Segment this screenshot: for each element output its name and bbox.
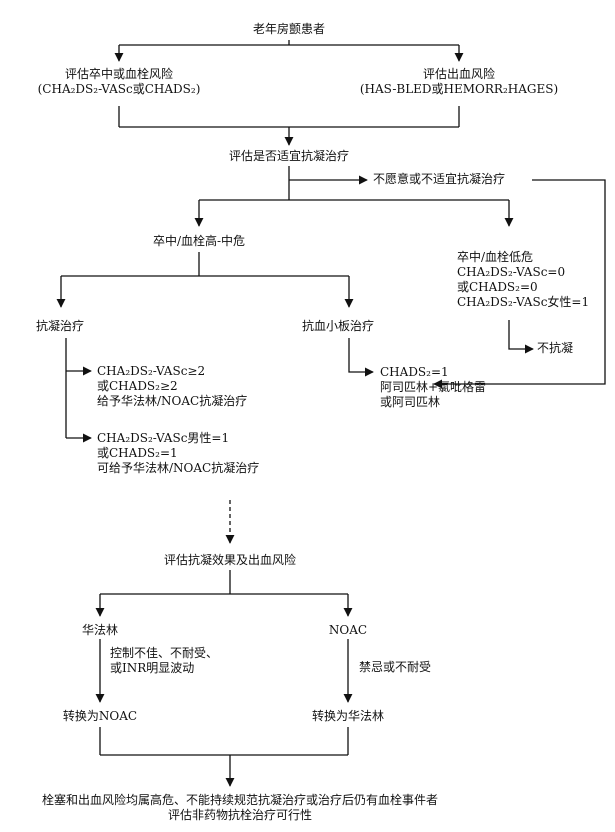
anticoag-detail-high-node: CHA₂DS₂-VASc≥2 或CHADS₂≥2 给予华法林/NOAC抗凝治疗 bbox=[97, 364, 248, 408]
low-risk-node: 卒中/血栓低危 CHA₂DS₂-VASc=0 或CHADS₂=0 CHA₂DS₂… bbox=[457, 250, 590, 309]
no-anticoagulation-node: 不抗凝 bbox=[537, 341, 574, 355]
anticoagulation-node: 抗凝治疗 bbox=[36, 319, 85, 333]
warfarin-node: 华法林 bbox=[81, 623, 118, 637]
arrow-unwilling-to-antiplatelet bbox=[433, 179, 606, 389]
warfarin-issue-label: 控制不佳、不耐受、 或INR明显波动 bbox=[110, 646, 219, 675]
switch-to-noac-node: 转换为NOAC bbox=[62, 709, 138, 723]
noac-issue-label: 禁忌或不耐受 bbox=[359, 660, 432, 674]
antiplatelet-detail-node: CHADS₂=1 阿司匹林+氯吡格雷 或阿司匹林 bbox=[380, 365, 487, 409]
arrow-to-ap-detail bbox=[348, 338, 374, 377]
start-node: 老年房颤患者 bbox=[252, 22, 325, 36]
arrow-to-no-anticoag bbox=[508, 320, 534, 354]
noac-node: NOAC bbox=[328, 623, 368, 637]
suitability-node: 评估是否适宜抗凝治疗 bbox=[228, 149, 349, 163]
stroke-risk-node: 评估卒中或血栓风险 (CHA₂DS₂-VASc或CHADS₂) bbox=[37, 67, 201, 96]
mid-high-risk-node: 卒中/血栓高-中危 bbox=[152, 234, 246, 248]
antiplatelet-node: 抗血小板治疗 bbox=[302, 319, 375, 333]
switch-to-warfarin-node: 转换为华法林 bbox=[311, 709, 384, 723]
bleed-risk-node: 评估出血风险 (HAS-BLED或HEMORR₂HAGES) bbox=[359, 67, 559, 96]
evaluate-node: 评估抗凝效果及出血风险 bbox=[163, 553, 296, 567]
anticoag-detail-male-node: CHA₂DS₂-VASc男性=1 或CHADS₂=1 可给予华法林/NOAC抗凝… bbox=[97, 431, 260, 475]
unwilling-node: 不愿意或不适宜抗凝治疗 bbox=[373, 172, 506, 186]
final-node: 栓塞和出血风险均属高危、不能持续规范抗凝治疗或治疗后仍有血栓事件者 评估非药物抗… bbox=[41, 793, 438, 822]
